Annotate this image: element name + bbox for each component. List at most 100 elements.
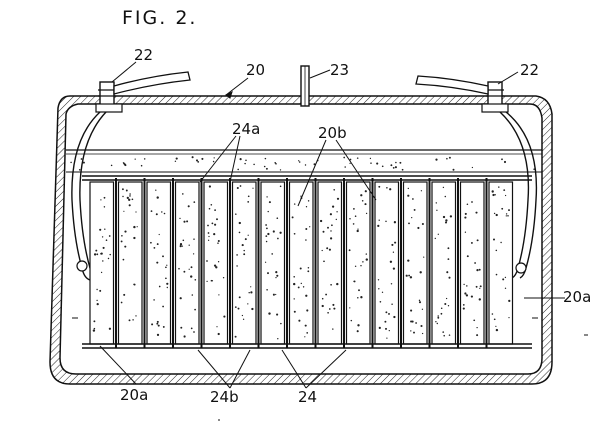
stipple-dot: [136, 226, 138, 228]
stipple-dot: [268, 312, 271, 315]
stipple-dot: [305, 294, 308, 297]
stipple-dot: [476, 268, 479, 272]
stipple-dot: [329, 213, 332, 216]
stipple-dot: [464, 212, 467, 215]
stipple-dot: [293, 310, 296, 313]
stipple-dot: [349, 158, 352, 161]
stipple-dot: [245, 159, 247, 162]
stipple-dot: [336, 211, 338, 213]
stipple-dot: [194, 279, 197, 281]
stipple-dot: [331, 224, 333, 227]
stipple-dot: [379, 300, 382, 303]
separator-cell: [488, 181, 514, 345]
stipple-dot: [110, 164, 113, 167]
stipple-dot: [369, 157, 372, 160]
stipple-dot: [508, 317, 510, 319]
separator-cell: [117, 181, 143, 345]
stipple-dot: [376, 162, 379, 165]
stipple-dot: [498, 186, 500, 188]
stipple-dot: [218, 294, 220, 296]
stipple-dot: [444, 195, 447, 198]
ref-24a: 24a: [232, 120, 260, 138]
stipple-dot: [361, 200, 364, 202]
stipple-dot: [80, 158, 83, 160]
stipple-dot: [300, 282, 302, 285]
stipple-dot: [70, 161, 72, 164]
stipple-dot: [349, 217, 351, 220]
stipple-dot: [478, 268, 481, 271]
stipple-dot: [336, 197, 340, 200]
stipple-dot: [238, 221, 241, 225]
separator-cell: [146, 181, 172, 345]
stipple-dot: [175, 157, 178, 160]
stipple-dot: [217, 261, 220, 263]
stipple-dot: [447, 258, 450, 261]
stipple-dot: [165, 277, 167, 280]
stipple-dot: [279, 169, 282, 171]
stipple-dot: [239, 185, 242, 187]
stipple-dot: [393, 221, 397, 224]
stipple-dot: [475, 211, 478, 214]
stipple-dot: [166, 264, 168, 266]
stipple-dot: [389, 260, 393, 263]
stipple-dot: [503, 160, 507, 164]
stipple-dot: [327, 226, 329, 229]
stipple-dot: [297, 286, 300, 289]
ref-24: 24: [298, 388, 317, 406]
stipple-dot: [208, 185, 211, 188]
stipple-dot: [377, 224, 380, 228]
stipple-dot: [156, 320, 159, 323]
stipple-dot: [364, 203, 367, 206]
stipple-dot: [122, 258, 125, 261]
stipple-dot: [272, 293, 275, 296]
stipple-dot: [82, 161, 85, 164]
stipple-dot: [188, 268, 190, 270]
stipple-dot: [162, 325, 165, 328]
stipple-dot: [216, 218, 218, 221]
stipple-dot: [319, 219, 323, 223]
stipple-dot: [307, 267, 310, 269]
stipple-dot: [180, 326, 183, 329]
stipple-dot: [391, 243, 394, 246]
stipple-dot: [279, 231, 282, 234]
stipple-dot: [293, 276, 296, 278]
stipple-dot: [353, 208, 355, 210]
stipple-dot: [464, 216, 467, 219]
stipple-dot: [217, 332, 220, 336]
stipple-dot: [305, 239, 307, 241]
stipple-dot: [242, 318, 245, 320]
stipple-dot: [247, 195, 250, 198]
stipple-dot: [466, 255, 469, 258]
stipple-dot: [360, 264, 362, 267]
stipple-dot: [435, 158, 438, 161]
stipple-dot: [178, 267, 180, 270]
stipple-dot: [395, 161, 397, 164]
stipple-dot: [125, 189, 128, 192]
stipple-dot: [420, 190, 423, 192]
stipple-dot: [131, 198, 134, 201]
stipple-dot: [356, 157, 359, 159]
stipple-dot: [328, 248, 331, 251]
stipple-dot: [365, 253, 368, 255]
stipple-dot: [360, 194, 363, 197]
stipple-dot: [410, 320, 413, 323]
leader-lines: [99, 61, 565, 389]
stipple-dot: [417, 226, 420, 230]
stipple-dot: [247, 201, 250, 203]
stipple-dot: [124, 164, 127, 167]
ref-20a-right: 20a: [563, 288, 591, 306]
stipple-dot: [213, 264, 217, 267]
stipple-dot: [302, 286, 305, 288]
stipple-dot: [304, 324, 307, 327]
stipple-dot: [412, 198, 414, 200]
separator-cell: [89, 181, 115, 345]
stipple-dot: [421, 222, 424, 226]
stipple-dot: [410, 330, 412, 332]
stipple-dot: [194, 308, 196, 311]
stipple-dot: [470, 295, 473, 298]
stipple-dot: [265, 167, 268, 170]
stipple-dot: [476, 326, 478, 329]
stipple-dot: [321, 297, 324, 300]
stipple-dot: [331, 205, 335, 208]
